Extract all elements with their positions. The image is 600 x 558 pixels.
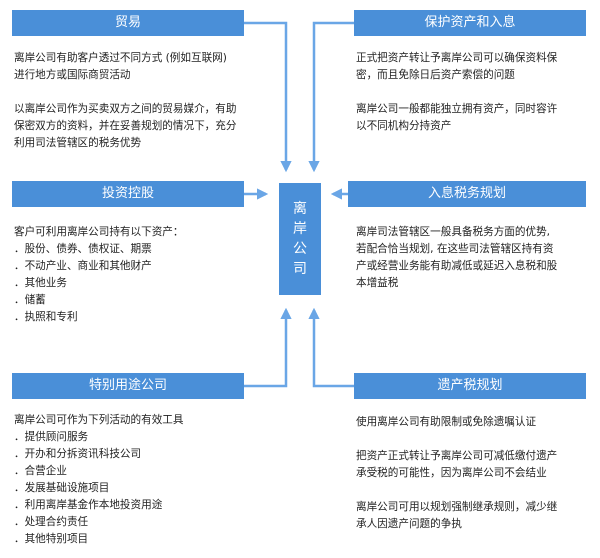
center-char: 司 xyxy=(293,261,307,277)
list-item: ．股份、债券、债权证、期票 xyxy=(14,243,152,255)
asset-text: 正式把资产转让予离岸公司可以确保资料保 密，而且免除日后资产索偿的问题 离岸公司… xyxy=(356,50,596,135)
list-item: ．提供顾问服务 xyxy=(14,431,89,443)
special-text: 离岸公司可作为下列活动的有效工具 ．提供顾问服务 ．开办和分拆资讯科技公司 ．合… xyxy=(14,412,264,548)
text-line: 离岸公司一般都能独立拥有资产，同时容许 xyxy=(356,103,558,115)
text-line: 密，而且免除日后资产索偿的问题 xyxy=(356,69,515,81)
text-line: 承受税的可能性，因为离岸公司不会结业 xyxy=(356,467,547,479)
text-line: 以离岸公司作为买卖双方之间的贸易媒介，有助 xyxy=(14,103,237,115)
tax-header: 入息税务规划 xyxy=(348,181,586,207)
text-line: 利用司法管辖区的税务优势 xyxy=(14,137,142,149)
list-item: ．处理合约责任 xyxy=(14,516,89,528)
center-char: 离 xyxy=(293,201,307,217)
tax-text: 离岸司法管辖区一般具备税务方面的优势, 若配合恰当规划, 在这些司法管辖区持有资… xyxy=(356,224,596,292)
text-line: 进行地方或国际商贸活动 xyxy=(14,69,131,81)
text-line: 以不同机构分持资产 xyxy=(356,120,452,132)
list-item: ．执照和专利 xyxy=(14,311,78,323)
estate-header: 遗产税规划 xyxy=(354,373,586,399)
arrow-estate xyxy=(308,307,354,388)
list-item: ．合营企业 xyxy=(14,465,67,477)
center-char: 公 xyxy=(293,241,307,257)
text-line: 离岸公司可作为下列活动的有效工具 xyxy=(14,414,184,426)
center-char: 岸 xyxy=(293,221,307,237)
text-line: 把资产正式转让予离岸公司可减低缴付遗产 xyxy=(356,450,558,462)
list-item: ．开办和分拆资讯科技公司 xyxy=(14,448,142,460)
list-item: ．其他特别项目 xyxy=(14,533,89,545)
text-line: 承人因遗产问题的争执 xyxy=(356,518,462,530)
text-line: 离岸公司有助客户透过不同方式 (例如互联网) xyxy=(14,52,227,64)
text-line: 使用离岸公司有助限制或免除遗嘱认证 xyxy=(356,416,537,428)
list-item: ．不动产业、商业和其他财产 xyxy=(14,260,152,272)
trade-text: 离岸公司有助客户透过不同方式 (例如互联网) 进行地方或国际商贸活动 以离岸公司… xyxy=(14,50,264,152)
arrow-special xyxy=(244,307,292,388)
center-box: 离 岸 公 司 xyxy=(279,183,321,295)
arrow-asset xyxy=(308,21,354,173)
special-header: 特别用途公司 xyxy=(12,373,244,399)
asset-header: 保护资产和入息 xyxy=(354,10,586,36)
invest-text: 客户可利用离岸公司持有以下资产： ．股份、债券、债权证、期票 ．不动产业、商业和… xyxy=(14,224,264,326)
text-line: 本增益税 xyxy=(356,277,399,289)
list-item: ．储蓄 xyxy=(14,294,46,306)
trade-header: 贸易 xyxy=(12,10,244,36)
text-line: 保密双方的资料，并在妥善规划的情况下，充分 xyxy=(14,120,237,132)
text-line: 若配合恰当规划, 在这些司法管辖区持有资 xyxy=(356,243,554,255)
list-item: ．发展基础设施项目 xyxy=(14,482,110,494)
list-item: ．利用离岸基金作本地投资用途 xyxy=(14,499,163,511)
list-item: ．其他业务 xyxy=(14,277,67,289)
invest-header: 投资控股 xyxy=(12,181,244,207)
text-line: 正式把资产转让予离岸公司可以确保资料保 xyxy=(356,52,558,64)
arrow-trade xyxy=(244,21,292,173)
text-line: 离岸公司可用以规划强制继承规则，减少继 xyxy=(356,501,558,513)
estate-text: 使用离岸公司有助限制或免除遗嘱认证 把资产正式转让予离岸公司可减低缴付遗产 承受… xyxy=(356,414,596,533)
text-line: 客户可利用离岸公司持有以下资产： xyxy=(14,226,184,238)
text-line: 离岸司法管辖区一般具备税务方面的优势, xyxy=(356,226,551,238)
text-line: 产或经营业务能有助减低或延迟入息税和股 xyxy=(356,260,558,272)
